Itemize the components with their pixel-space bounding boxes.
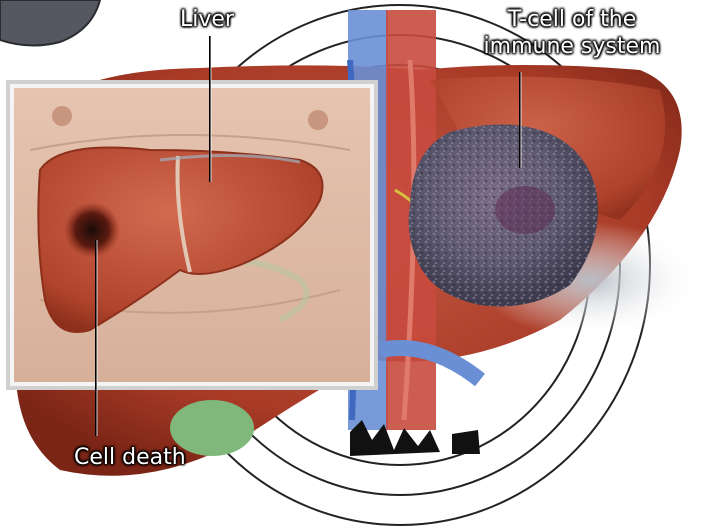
liver-label: Liver	[180, 6, 234, 33]
tcell-label-line2: immune system	[452, 33, 692, 60]
cell-death-lesion	[64, 202, 120, 258]
tcell	[409, 124, 598, 306]
cell-death-label: Cell death	[74, 444, 186, 471]
tcell-label: T-cell of the immune system	[452, 6, 692, 60]
tcell-label-line1: T-cell of the	[452, 6, 692, 33]
inset-torso	[8, 82, 376, 388]
corner-badge	[0, 0, 100, 46]
